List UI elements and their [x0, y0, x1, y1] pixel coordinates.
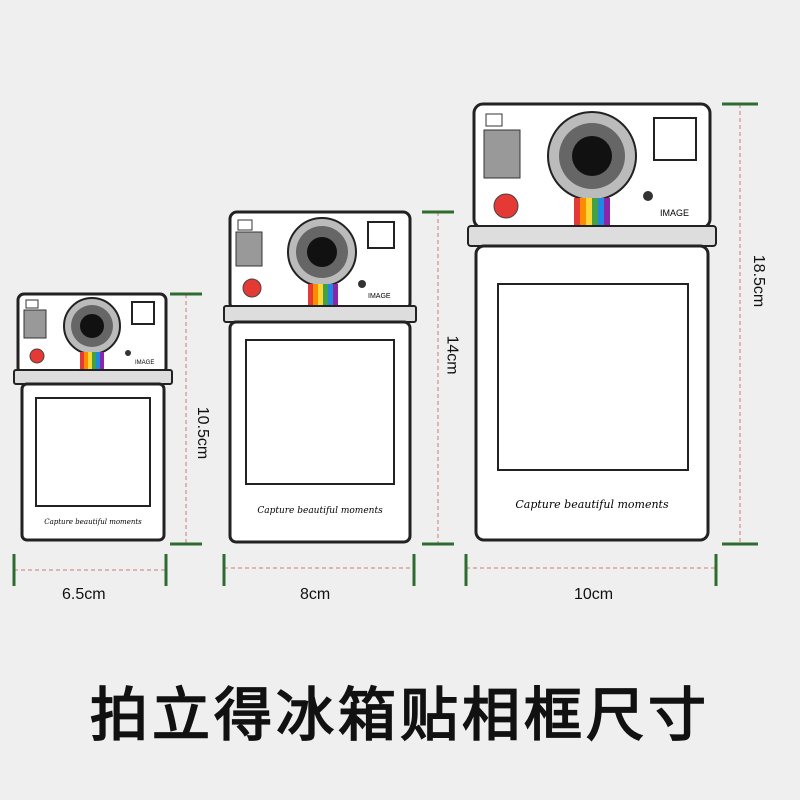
camera-frame-small: IMAGE Capture beautiful moments — [13, 292, 173, 542]
rainbow-stripe — [574, 198, 610, 226]
flash-window-icon — [483, 129, 521, 179]
camera-frame-medium: IMAGE Capture beautiful moments — [223, 210, 417, 544]
rainbow-stripe — [80, 352, 104, 372]
photo-window — [35, 397, 151, 507]
caption-title: 拍立得冰箱贴相框尺寸 — [89, 681, 710, 749]
height-label-small: 10.5cm — [194, 406, 212, 460]
image-badge: IMAGE — [135, 360, 154, 366]
height-label-large: 18.5cm — [750, 254, 768, 308]
shutter-button-icon — [242, 278, 262, 298]
sensor-icon — [25, 299, 39, 309]
width-label-medium: 8cm — [300, 586, 331, 603]
flash-window-icon — [235, 231, 263, 267]
svg-text:IMAGE: IMAGE — [368, 293, 391, 300]
photo-window — [245, 339, 395, 485]
tagline: Capture beautiful moments — [257, 506, 383, 516]
viewfinder-icon — [653, 117, 697, 161]
shutter-button-icon — [493, 193, 519, 219]
height-label-medium: 14cm — [443, 335, 461, 375]
width-label-small: 6.5cm — [62, 586, 106, 603]
shutter-button-icon — [29, 348, 45, 364]
tagline: Capture beautiful moments — [515, 498, 669, 511]
viewfinder-icon — [367, 221, 395, 249]
tagline: Capture beautiful moments — [44, 518, 142, 526]
rainbow-stripe — [308, 284, 338, 308]
photo-window — [497, 283, 689, 471]
width-label-large: 10cm — [574, 586, 614, 603]
flash-window-icon — [23, 309, 47, 339]
svg-text:IMAGE: IMAGE — [660, 208, 689, 218]
camera-frame-large: IMAGE Capture beautiful moments — [467, 102, 717, 542]
viewfinder-icon — [131, 301, 155, 325]
